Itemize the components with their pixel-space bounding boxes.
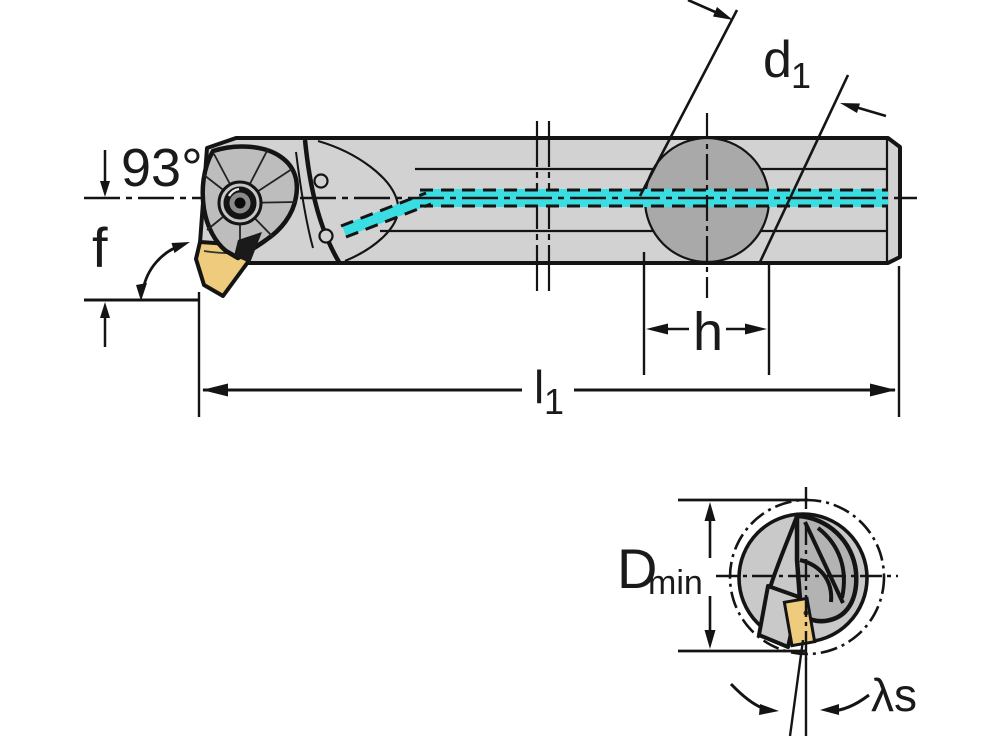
label-lambda-s: λs bbox=[871, 669, 917, 721]
insert-screw bbox=[217, 180, 263, 226]
label-angle-93: 93° bbox=[121, 138, 203, 198]
dim-f bbox=[84, 298, 200, 347]
lambda-inclined-line bbox=[788, 639, 805, 736]
head-pin-hole-upper bbox=[313, 173, 329, 189]
dim-l1 bbox=[197, 266, 901, 417]
head-pin-hole-lower bbox=[318, 228, 334, 244]
section-clamp-lines bbox=[768, 515, 846, 604]
dim-dmin bbox=[678, 498, 808, 653]
clamp-nose bbox=[234, 232, 262, 263]
dim-h bbox=[642, 252, 771, 375]
label-d1-sub: 1 bbox=[791, 55, 811, 96]
label-dmin: D bbox=[617, 537, 657, 600]
coolant-channel-diagonal bbox=[341, 193, 431, 237]
head-boundary-curve bbox=[302, 139, 341, 264]
dim-lambda-s bbox=[729, 682, 870, 715]
label-l1: l bbox=[534, 361, 544, 413]
label-dmin-sub: min bbox=[648, 564, 703, 602]
label-f: f bbox=[92, 216, 108, 279]
dim-93-angle bbox=[100, 150, 190, 301]
label-d1: d bbox=[763, 31, 792, 89]
label-l1-sub: 1 bbox=[544, 381, 564, 422]
cross-section-view: D min λs bbox=[617, 487, 917, 736]
label-h: h bbox=[693, 302, 723, 362]
dim-d1 bbox=[638, 0, 887, 263]
main-view: 93° f d 1 h bbox=[84, 0, 917, 422]
head-inner-line bbox=[295, 151, 314, 249]
